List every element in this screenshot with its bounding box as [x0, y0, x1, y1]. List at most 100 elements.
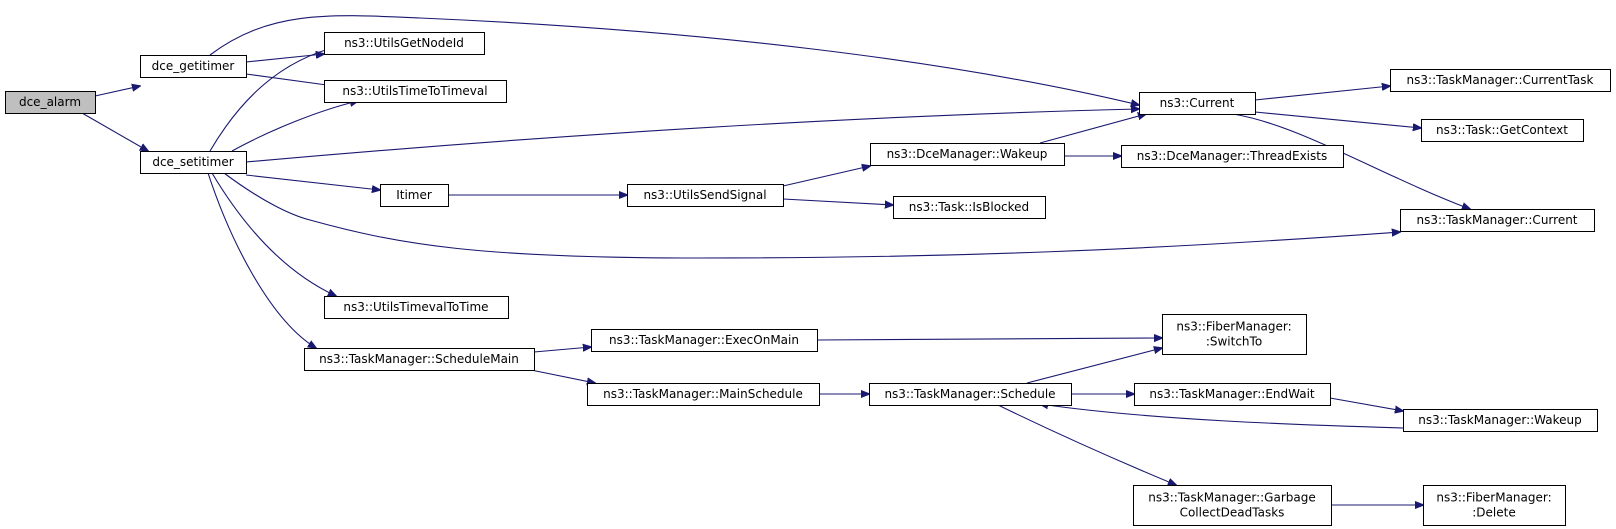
- node-CurrentTask[interactable]: ns3::TaskManager::CurrentTask: [1390, 69, 1611, 92]
- node-label: ns3::DceManager::Wakeup: [887, 147, 1048, 161]
- edge-line: [245, 109, 1139, 163]
- edge-dce_setitimer-to-UtilsGetNodeId: [209, 46, 340, 152]
- edge-line: [231, 101, 358, 152]
- node-EndWait[interactable]: ns3::TaskManager::EndWait: [1134, 383, 1331, 406]
- node-box: [1400, 209, 1595, 232]
- edge-line: [816, 338, 1162, 340]
- edge-DceWakeup-to-Current: [1039, 114, 1146, 144]
- node-label: ns3::TaskManager::Schedule: [884, 387, 1055, 401]
- node-Current[interactable]: ns3::Current: [1139, 92, 1256, 115]
- node-label: ns3::Task::GetContext: [1436, 123, 1568, 137]
- node-TMWakeup[interactable]: ns3::TaskManager::Wakeup: [1403, 409, 1598, 432]
- edge-line: [209, 15, 1139, 105]
- node-box: [324, 296, 509, 319]
- node-box: [627, 184, 784, 207]
- edge-line: [209, 46, 340, 152]
- node-label: Itimer: [396, 188, 432, 202]
- node-Schedule[interactable]: ns3::TaskManager::Schedule: [869, 383, 1072, 406]
- node-label: ns3::UtilsSendSignal: [643, 188, 766, 202]
- edge-dce_getitimer-to-UtilsTimeToTimeval: [245, 73, 334, 86]
- node-box: [5, 91, 96, 114]
- node-box: [893, 196, 1046, 219]
- node-dce_getitimer[interactable]: dce_getitimer: [140, 55, 247, 78]
- node-box: [304, 348, 535, 371]
- node-box: [591, 329, 818, 352]
- node-DceWakeup[interactable]: ns3::DceManager::Wakeup: [870, 143, 1065, 166]
- node-ExecOnMain[interactable]: ns3::TaskManager::ExecOnMain: [591, 329, 818, 352]
- node-label: dce_setitimer: [152, 155, 233, 169]
- edge-dce_setitimer-to-UtilsTimevalToTime: [211, 172, 336, 296]
- edge-dce_setitimer-to-ScheduleMain: [207, 172, 316, 348]
- edge-line: [94, 86, 140, 97]
- node-label: ns3::DceManager::ThreadExists: [1137, 149, 1327, 163]
- node-ThreadExists[interactable]: ns3::DceManager::ThreadExists: [1121, 145, 1344, 168]
- edge-line: [211, 172, 336, 296]
- node-SwitchTo[interactable]: ns3::FiberManager::SwitchTo: [1162, 314, 1307, 355]
- node-box: [140, 151, 247, 174]
- node-layer: dce_alarmdce_getitimerdce_setitimerns3::…: [5, 32, 1611, 526]
- node-label: ns3::FiberManager:: [1436, 491, 1551, 505]
- edge-line: [245, 174, 380, 190]
- node-UtilsGetNodeId[interactable]: ns3::UtilsGetNodeId: [324, 32, 485, 55]
- node-label: ns3::UtilsTimevalToTime: [343, 300, 488, 314]
- node-GetContext[interactable]: ns3::Task::GetContext: [1421, 119, 1584, 142]
- node-dce_alarm: dce_alarm: [5, 91, 96, 114]
- node-label: dce_alarm: [19, 95, 81, 109]
- node-box: [1139, 92, 1256, 115]
- node-FMDelete[interactable]: ns3::FiberManager::Delete: [1423, 485, 1566, 526]
- edge-dce_setitimer-to-Current: [245, 109, 1139, 163]
- node-UtilsSendSignal[interactable]: ns3::UtilsSendSignal: [627, 184, 784, 207]
- node-Garbage[interactable]: ns3::TaskManager::GarbageCollectDeadTask…: [1133, 485, 1332, 526]
- node-label: ns3::UtilsTimeToTimeval: [342, 84, 487, 98]
- edge-line: [782, 166, 870, 187]
- edge-dce_setitimer-to-TMCurrent: [223, 172, 1400, 259]
- edge-line: [782, 198, 893, 205]
- edge-EndWait-to-TMWakeup: [1329, 397, 1403, 411]
- edge-TMWakeup-to-Schedule: [1040, 404, 1404, 429]
- edge-dce_setitimer-to-Itimer: [245, 174, 380, 190]
- edge-dce_alarm-to-dce_getitimer: [94, 86, 140, 97]
- node-label: ns3::FiberManager:: [1176, 320, 1291, 334]
- node-label: CollectDeadTasks: [1180, 506, 1285, 520]
- edge-Schedule-to-SwitchTo: [1026, 348, 1162, 384]
- edge-Current-to-GetContext: [1254, 111, 1421, 128]
- node-label: ns3::UtilsGetNodeId: [344, 36, 464, 50]
- edge-dce_getitimer-to-Current: [209, 15, 1139, 105]
- node-UtilsTimeToTimeval[interactable]: ns3::UtilsTimeToTimeval: [324, 80, 507, 103]
- node-MainSchedule[interactable]: ns3::TaskManager::MainSchedule: [587, 383, 820, 406]
- node-label: ns3::TaskManager::CurrentTask: [1407, 73, 1594, 87]
- node-dce_setitimer[interactable]: dce_setitimer: [140, 151, 247, 174]
- node-label: ns3::Current: [1160, 96, 1235, 110]
- edge-line: [1329, 397, 1403, 411]
- node-box: [324, 32, 485, 55]
- node-UtilsTimevalToTime[interactable]: ns3::UtilsTimevalToTime: [324, 296, 509, 319]
- node-TMCurrent[interactable]: ns3::TaskManager::Current: [1400, 209, 1595, 232]
- node-box: [869, 383, 1072, 406]
- node-box: [140, 55, 247, 78]
- node-box: [1423, 485, 1566, 526]
- edge-line: [1039, 114, 1146, 144]
- node-box: [587, 383, 820, 406]
- node-box: [380, 184, 449, 207]
- edge-ScheduleMain-to-ExecOnMain: [533, 347, 591, 353]
- node-box: [1134, 383, 1331, 406]
- node-label: dce_getitimer: [152, 59, 235, 73]
- node-label: ns3::TaskManager::MainSchedule: [603, 387, 803, 401]
- edge-line: [1040, 404, 1404, 429]
- edge-line: [223, 172, 1400, 259]
- node-box: [1421, 119, 1584, 142]
- edge-dce_setitimer-to-UtilsTimeToTimeval: [231, 101, 358, 152]
- node-box: [1133, 485, 1332, 526]
- node-label: ns3::TaskManager::Garbage: [1148, 491, 1316, 505]
- edge-line: [81, 112, 148, 151]
- node-Itimer[interactable]: Itimer: [380, 184, 449, 207]
- node-IsBlocked[interactable]: ns3::Task::IsBlocked: [893, 196, 1046, 219]
- edge-line: [997, 404, 1176, 485]
- edge-ExecOnMain-to-SwitchTo: [816, 338, 1162, 340]
- edge-line: [1254, 111, 1421, 128]
- node-ScheduleMain[interactable]: ns3::TaskManager::ScheduleMain: [304, 348, 535, 371]
- node-box: [1121, 145, 1344, 168]
- edge-line: [245, 73, 334, 86]
- edge-UtilsSendSignal-to-DceWakeup: [782, 166, 870, 187]
- node-label: ns3::TaskManager::ScheduleMain: [319, 352, 519, 366]
